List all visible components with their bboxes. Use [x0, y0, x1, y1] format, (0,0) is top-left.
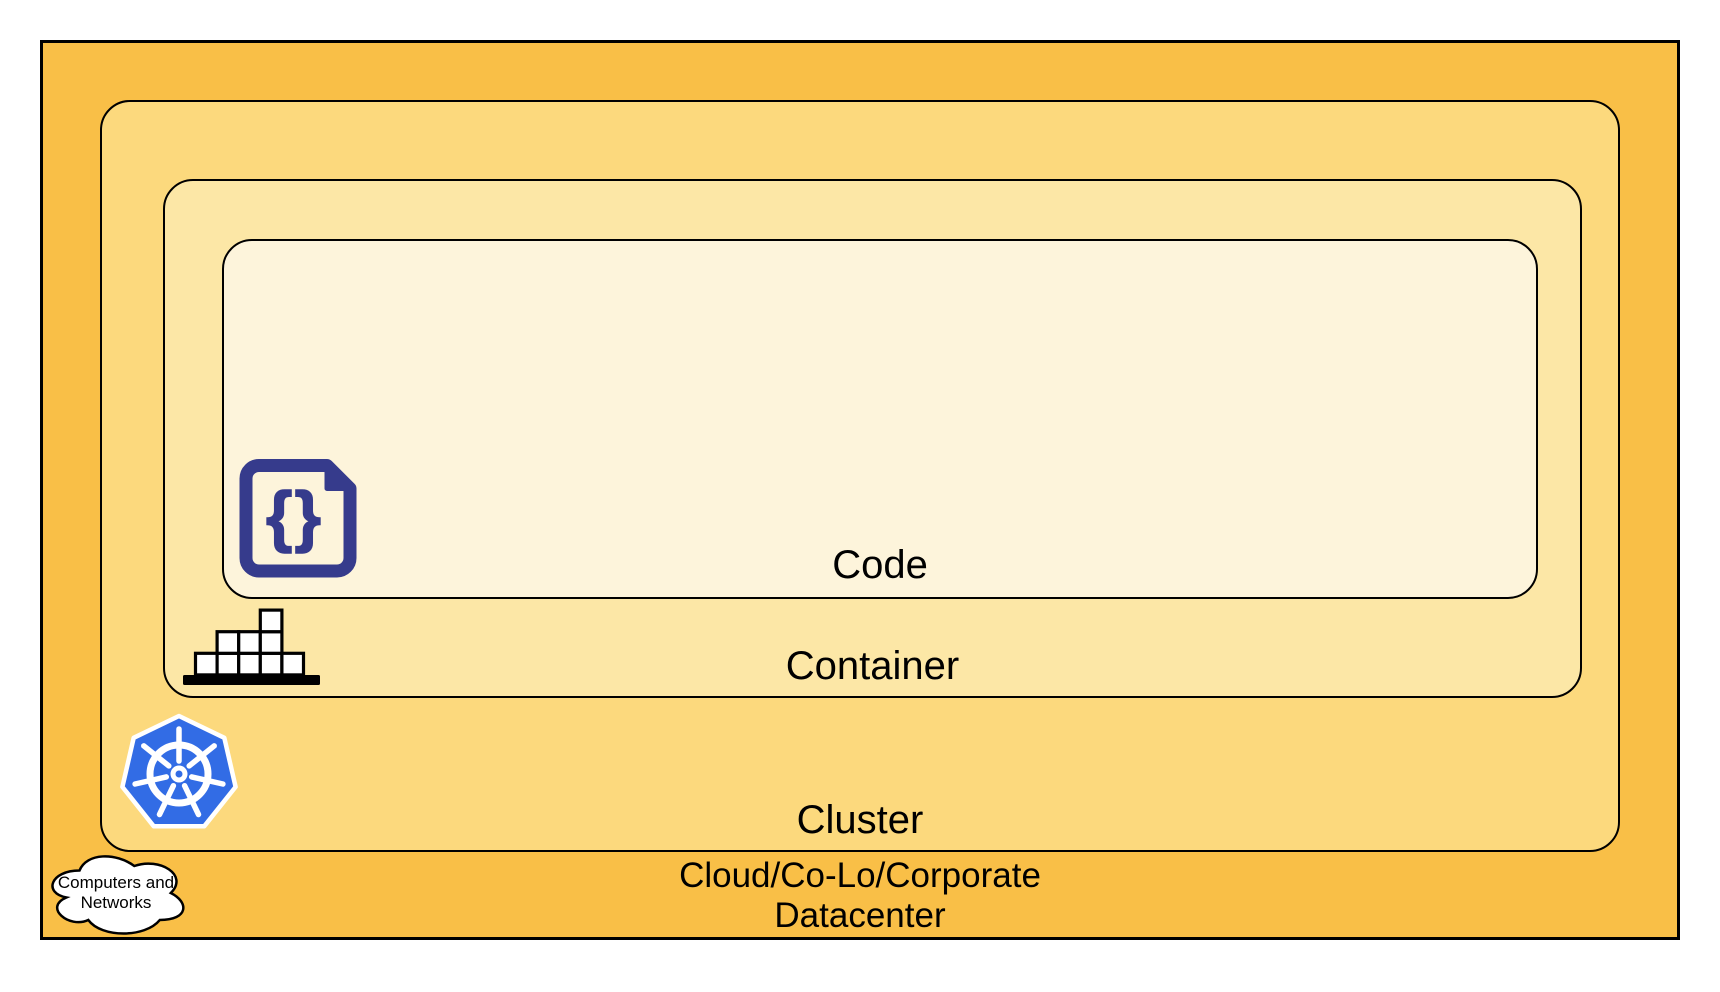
cloud-icon: Computers and Networks — [51, 855, 185, 935]
datacenter-label-line1: Cloud/Co-Lo/Corporate — [679, 855, 1041, 895]
container-box: {} Code — [163, 179, 1582, 698]
code-label: Code — [832, 543, 928, 587]
cluster-label: Cluster — [796, 798, 924, 842]
container-label: Container — [785, 644, 960, 688]
kubernetes-icon — [120, 713, 238, 829]
cloud-label-line2: Networks — [81, 893, 152, 912]
cluster-box: {} Code — [100, 100, 1620, 852]
code-file-icon: {} — [239, 459, 357, 578]
datacenter-label-line2: Datacenter — [774, 896, 946, 936]
container-stack-icon — [183, 608, 320, 685]
cloud-label-line1: Computers and — [58, 873, 174, 892]
code-braces-glyph: {} — [266, 478, 323, 554]
datacenter-box: {} Code — [40, 40, 1680, 940]
code-box: {} Code — [222, 239, 1538, 599]
datacenter-label: Cloud/Co-Lo/Corporate Datacenter — [43, 856, 1677, 937]
